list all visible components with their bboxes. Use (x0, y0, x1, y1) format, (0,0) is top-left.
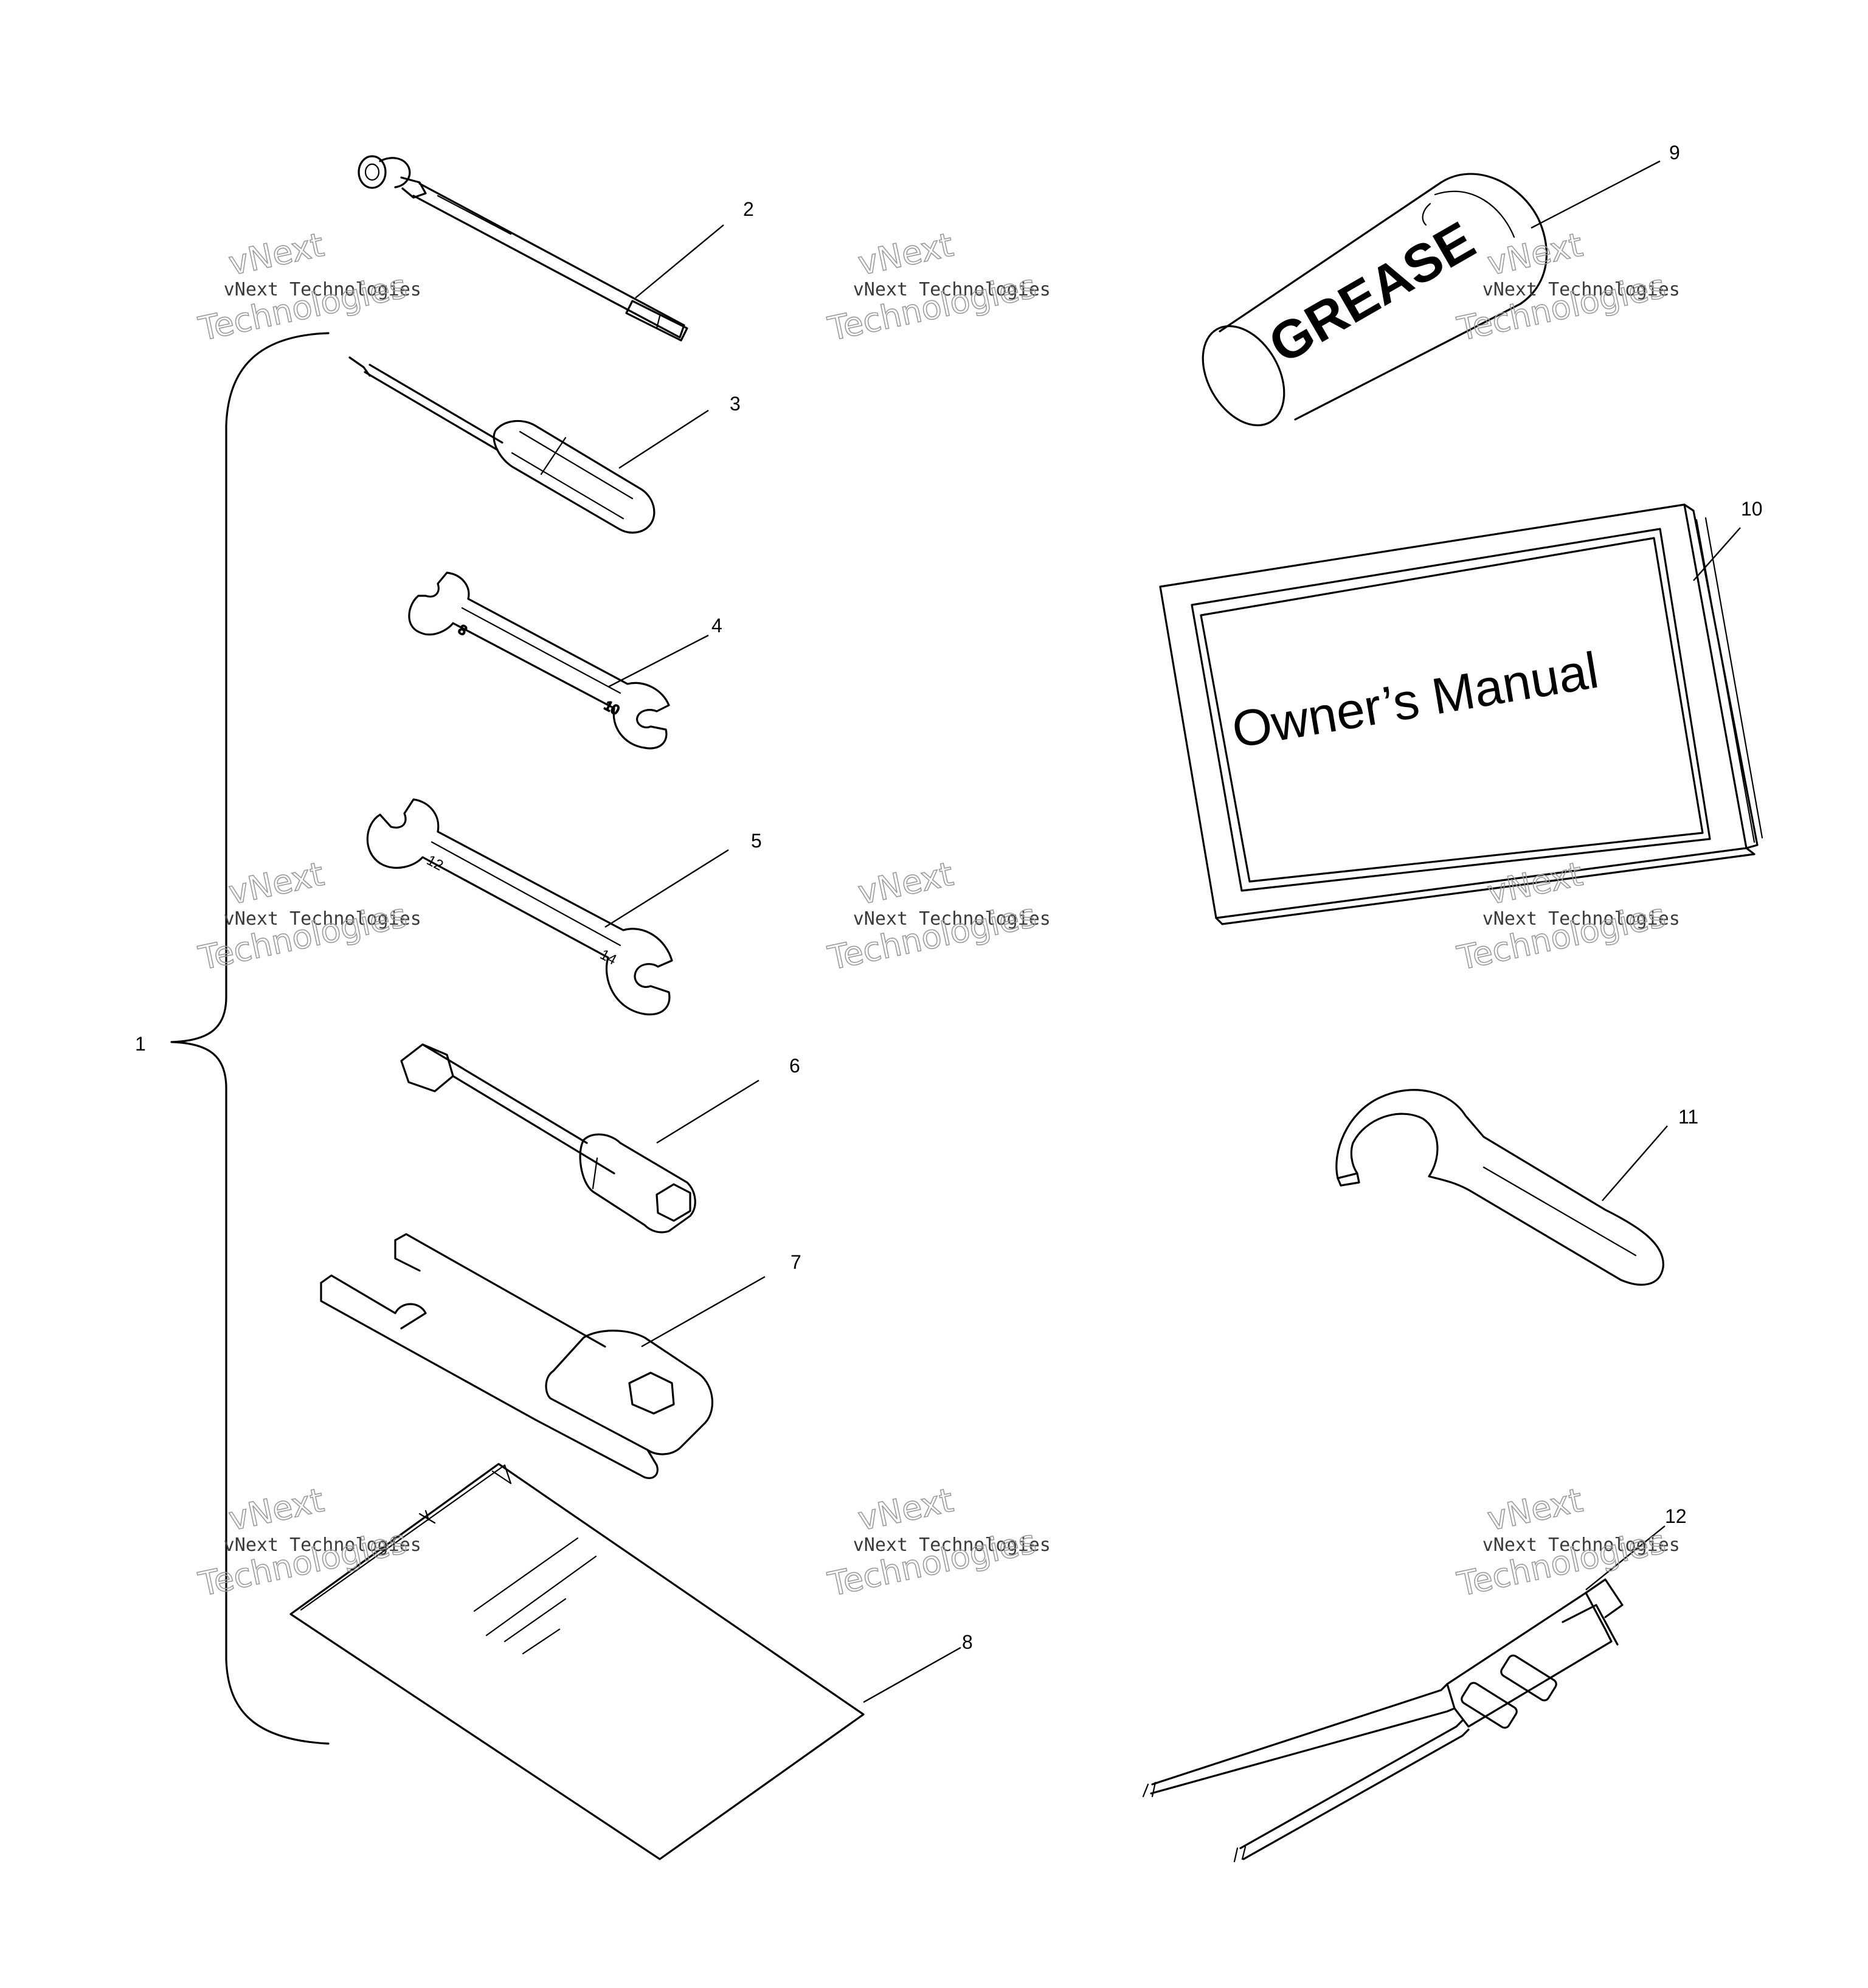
callout-11: 11 (1678, 1106, 1698, 1128)
callout-2: 2 (743, 198, 754, 220)
svg-text:vNext Technologies: vNext Technologies (853, 1534, 1051, 1556)
svg-text:vNext: vNext (226, 1481, 327, 1538)
svg-text:vNext Technologies: vNext Technologies (853, 279, 1051, 300)
owners-manual-book: Owner’s Manual (1159, 503, 1763, 925)
grease-label: GREASE (1259, 210, 1484, 375)
tire-pressure-gauge (358, 155, 688, 342)
spark-plug-socket (400, 1043, 696, 1234)
svg-text:vNext: vNext (855, 1481, 956, 1538)
callout-1: 1 (135, 1033, 146, 1055)
svg-text:vNext: vNext (1484, 855, 1586, 912)
svg-text:vNext Technologies: vNext Technologies (853, 908, 1051, 930)
svg-text:vNext Technologies: vNext Technologies (224, 279, 421, 300)
svg-text:vNext Technologies: vNext Technologies (1482, 908, 1680, 930)
callout-4: 4 (711, 615, 722, 637)
group-brace (170, 332, 330, 1745)
callout-3: 3 (730, 393, 741, 415)
svg-text:vNext: vNext (226, 226, 327, 283)
svg-text:vNext: vNext (855, 226, 956, 283)
wrench-5-mark-14: 14 (597, 946, 619, 968)
svg-text:vNext: vNext (1484, 1481, 1586, 1538)
manual-label: Owner’s Manual (1228, 641, 1602, 759)
callout-9: 9 (1669, 142, 1680, 164)
wrench-5-mark-12: 12 (424, 852, 446, 874)
tool-bag (289, 1463, 865, 1860)
callout-8: 8 (962, 1631, 973, 1653)
callout-5: 5 (751, 830, 762, 852)
svg-text:vNext Technologies: vNext Technologies (224, 908, 421, 930)
callout-7: 7 (790, 1251, 801, 1273)
svg-text:vNext Technologies: vNext Technologies (1482, 279, 1680, 300)
hook-spanner (1335, 1089, 1664, 1286)
svg-text:vNext Technologies: vNext Technologies (1482, 1534, 1680, 1556)
callout-10: 10 (1741, 498, 1763, 520)
open-end-wrench-12-14: 12 14 (366, 798, 673, 1016)
callout-12: 12 (1665, 1505, 1687, 1527)
spanner-tool (320, 1233, 714, 1479)
watermark: vNext vNext Technologies Technologies vN… (195, 225, 1680, 1604)
screwdriver (348, 356, 656, 534)
svg-text:vNext: vNext (1484, 226, 1586, 283)
svg-text:vNext Technologies: vNext Technologies (224, 1534, 421, 1556)
callout-6: 6 (789, 1055, 800, 1077)
svg-text:vNext: vNext (226, 855, 327, 912)
svg-text:vNext: vNext (855, 855, 956, 912)
electrical-plug (1142, 1578, 1624, 1863)
wrench-4-mark-10: 10 (602, 697, 622, 718)
open-end-wrench-8-10: 8 10 (408, 571, 670, 750)
